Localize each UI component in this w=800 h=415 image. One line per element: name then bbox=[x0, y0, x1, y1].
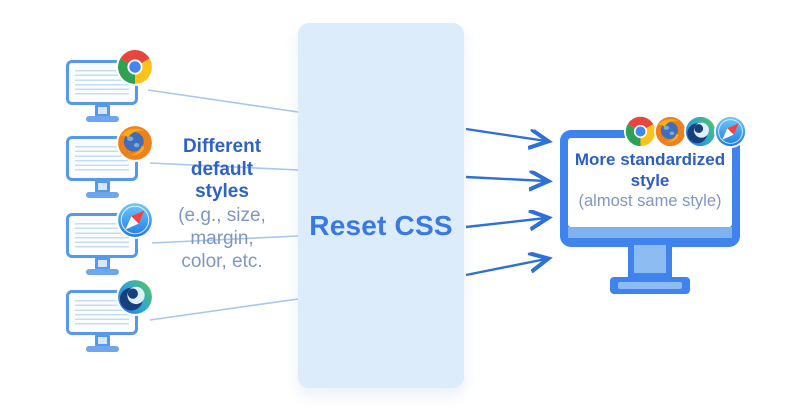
label-line: default bbox=[190, 158, 254, 180]
arrow-box-to-monitor-3 bbox=[465, 218, 546, 227]
monitor-edge bbox=[66, 290, 138, 354]
reset-css-label: Reset CSS bbox=[309, 210, 453, 241]
arrow-box-to-monitor-2 bbox=[465, 177, 546, 181]
reset-css-box: Reset CSS bbox=[298, 23, 464, 388]
firefox-icon bbox=[116, 124, 154, 162]
firefox-icon bbox=[654, 115, 687, 148]
monitor-safari bbox=[66, 213, 138, 277]
monitor-frame: More standardized style (almost same sty… bbox=[560, 130, 740, 247]
monitor-screen: More standardized style (almost same sty… bbox=[568, 138, 732, 227]
line-edge-to-box bbox=[149, 298, 299, 321]
label-line: color, etc. bbox=[181, 250, 263, 272]
chrome-icon bbox=[624, 115, 657, 148]
different-default-styles-label: Different default styles (e.g., size, ma… bbox=[160, 136, 284, 273]
monitor-stand-neck bbox=[94, 104, 110, 117]
safari-icon bbox=[714, 115, 747, 148]
label-line: margin, bbox=[190, 227, 254, 249]
monitor-stand-neck bbox=[94, 334, 110, 347]
monitor-stand-neck bbox=[628, 245, 672, 279]
line-chrome-to-box bbox=[147, 89, 299, 113]
safari-icon bbox=[116, 201, 154, 239]
monitor-stand-base-highlight bbox=[618, 282, 682, 289]
monitor-taskbar-stripe bbox=[568, 227, 732, 238]
monitor-stand-base bbox=[85, 116, 119, 122]
browser-icons-row bbox=[624, 115, 747, 148]
label-line: (e.g., size, bbox=[178, 204, 266, 226]
monitor-stand-base bbox=[85, 192, 119, 198]
monitor-stand-neck bbox=[94, 180, 110, 193]
chrome-icon bbox=[116, 48, 154, 86]
label-line: Different bbox=[182, 136, 262, 157]
monitor-chrome bbox=[66, 60, 138, 124]
almost-same-style-subtitle: (almost same style) bbox=[578, 192, 722, 210]
standardized-style-title: More standardized style bbox=[574, 150, 726, 190]
label-line: styles bbox=[195, 181, 249, 202]
edge-icon bbox=[684, 115, 717, 148]
monitor-stand-base bbox=[610, 277, 690, 294]
monitor-firefox bbox=[66, 136, 138, 200]
arrow-box-to-monitor-4 bbox=[465, 259, 546, 277]
monitor-stand-base bbox=[85, 346, 119, 352]
edge-icon bbox=[116, 278, 154, 316]
arrow-box-to-monitor-1 bbox=[465, 127, 546, 141]
monitor-stand-neck bbox=[94, 257, 110, 270]
monitor-stand-base bbox=[85, 269, 119, 275]
standardized-monitor: More standardized style (almost same sty… bbox=[560, 130, 740, 294]
